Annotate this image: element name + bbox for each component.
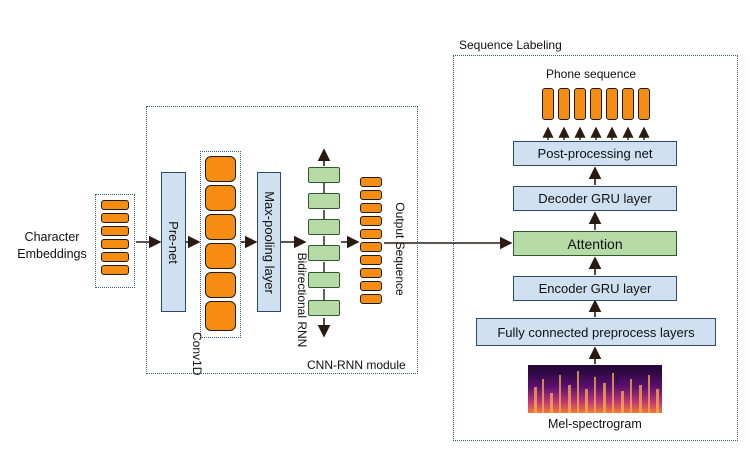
rnn-cell	[308, 193, 340, 209]
output-seq-cell	[360, 229, 382, 239]
phone-cell	[542, 88, 554, 120]
rnn-cell	[308, 167, 340, 183]
output-seq-cell	[360, 294, 382, 304]
decoder-gru-label: Decoder GRU layer	[538, 191, 652, 206]
cnn-rnn-module-container	[146, 106, 418, 374]
sequence-labeling-container	[453, 55, 738, 441]
pre-net-label: Pre-net	[166, 220, 182, 264]
decoder-gru-box: Decoder GRU layer	[513, 186, 677, 211]
encoder-gru-label: Encoder GRU layer	[538, 281, 652, 296]
phone-cell	[590, 88, 602, 120]
phone-cell	[606, 88, 618, 120]
character-embeddings-label: Character Embeddings	[17, 230, 87, 261]
phone-cell	[574, 88, 586, 120]
max-pooling-box: Max-pooling layer	[257, 172, 281, 312]
phone-cell	[638, 88, 650, 120]
output-seq-cell	[360, 255, 382, 265]
cnn-rnn-module-label: CNN-RNN module	[307, 358, 406, 372]
output-sequence-label: Output Sequence	[393, 202, 407, 296]
max-pooling-label: Max-pooling layer	[261, 190, 277, 294]
rnn-cell	[308, 272, 340, 288]
rnn-cell	[308, 245, 340, 261]
rnn-cell	[308, 219, 340, 235]
output-seq-cell	[360, 242, 382, 252]
phone-sequence-label: Phone sequence	[546, 67, 637, 81]
output-seq-cell	[360, 268, 382, 278]
phone-cell	[622, 88, 634, 120]
attention-label: Attention	[567, 235, 623, 252]
arrows-post-to-phones	[542, 126, 650, 140]
output-seq-cell	[360, 177, 382, 187]
post-processing-label: Post-processing net	[537, 146, 653, 161]
output-seq-cell	[360, 216, 382, 226]
mel-spectrogram-image	[528, 365, 662, 413]
encoder-gru-box: Encoder GRU layer	[513, 276, 677, 301]
phone-cell	[558, 88, 570, 120]
post-processing-box: Post-processing net	[513, 141, 677, 166]
output-seq-cell	[360, 203, 382, 213]
rnn-cell	[308, 300, 340, 316]
fully-connected-label: Fully connected preprocess layers	[497, 324, 695, 340]
conv1d-stack	[200, 151, 241, 338]
output-seq-cell	[360, 281, 382, 291]
mel-spectrogram-label: Mel-spectrogram	[548, 417, 642, 431]
pre-net-box: Pre-net	[161, 172, 186, 312]
fully-connected-box: Fully connected preprocess layers	[476, 318, 716, 346]
attention-box: Attention	[513, 231, 677, 256]
sequence-labeling-title: Sequence Labeling	[459, 38, 562, 52]
output-seq-cell	[360, 190, 382, 200]
character-embeddings-stack	[95, 194, 135, 288]
conv1d-label: Conv1D	[190, 332, 204, 376]
bidirectional-rnn-label: Bidirectional RNN	[295, 252, 309, 348]
